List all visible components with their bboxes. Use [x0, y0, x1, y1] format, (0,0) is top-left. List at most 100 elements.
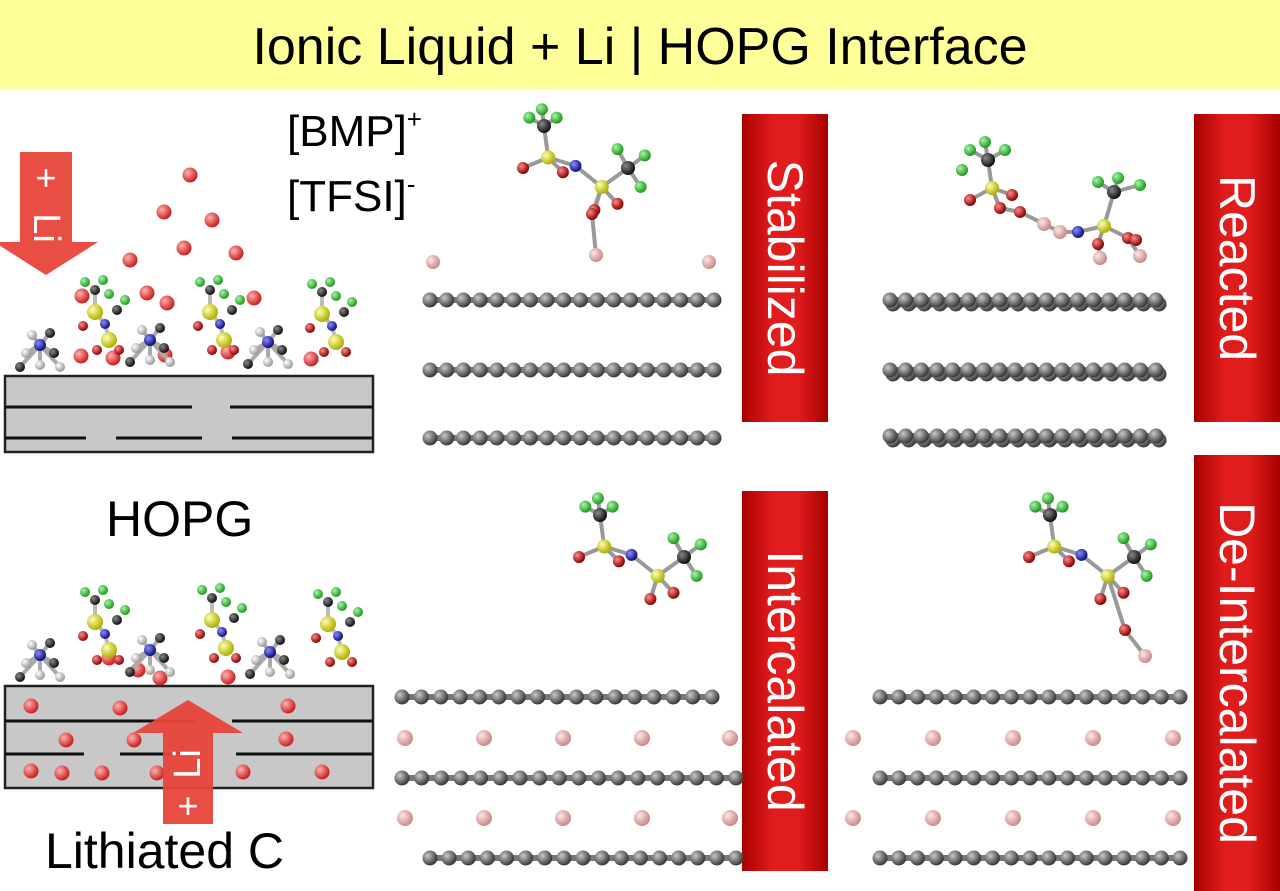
nitrogen-atom	[215, 319, 225, 329]
carbon-atom	[669, 770, 685, 786]
carbon-atom	[673, 362, 689, 378]
carbon-atom	[455, 362, 471, 378]
carbon-atom	[1097, 689, 1113, 705]
carbon-atom	[537, 850, 553, 866]
bmp-cation	[125, 633, 175, 677]
lithium-atom	[426, 255, 440, 269]
carbon-atom	[945, 292, 961, 308]
nitrogen-atom	[100, 319, 110, 329]
carbon-atom	[433, 689, 449, 705]
carbon-atom	[622, 362, 638, 378]
fluorine-atom	[535, 103, 548, 116]
carbon-atom	[709, 850, 725, 866]
fluorine-atom	[195, 277, 205, 287]
hydrogen-atom	[55, 672, 65, 682]
oxygen-atom	[1006, 189, 1018, 201]
carbon-atom	[1132, 428, 1148, 444]
carbon-atom	[1003, 770, 1019, 786]
fluorine-atom	[638, 149, 651, 162]
nitrogen-atom	[144, 644, 156, 656]
carbon-atom	[706, 362, 722, 378]
carbon-atom	[652, 850, 667, 866]
carbon-atom	[479, 850, 495, 866]
carbon-atom	[689, 770, 705, 786]
bmp-cation	[15, 638, 65, 682]
carbon-atom	[422, 362, 438, 378]
oxygen-atom	[1062, 555, 1075, 568]
nitrogen-atom	[264, 646, 276, 658]
sulfur-atom	[541, 150, 556, 165]
fluorine-atom	[999, 144, 1011, 156]
carbon-atom	[928, 850, 944, 866]
carbon-atom	[589, 362, 605, 378]
oxygen-atom	[114, 655, 124, 665]
carbon-atom	[49, 658, 59, 668]
fluorine-atom	[690, 569, 703, 582]
anion-label: [TFSI]-	[287, 171, 415, 221]
title-bar	[0, 0, 1280, 90]
carbon-atom	[556, 292, 572, 308]
fluorine-atom	[331, 291, 341, 301]
carbon-atom	[606, 430, 622, 446]
lithium-ions	[23, 167, 330, 781]
bmp-cation	[125, 323, 175, 367]
carbon-atom	[90, 595, 100, 605]
oxygen-atom	[209, 653, 219, 663]
carbon-atom	[627, 689, 642, 705]
bmp-cation	[245, 635, 295, 679]
carbon-atom	[489, 362, 505, 378]
lithium-atom	[702, 255, 716, 269]
carbon-atom	[439, 292, 455, 308]
carbon-atom	[1041, 850, 1057, 866]
anion-charge: -	[406, 169, 416, 199]
hydrogen-atom	[131, 653, 141, 663]
lithium-atom	[555, 810, 571, 826]
carbon-atom	[929, 428, 945, 444]
carbon-atom	[606, 292, 622, 308]
carbon-atom	[706, 430, 722, 446]
anion-name: [TFSI]	[287, 172, 407, 221]
carbon-atom	[1022, 770, 1038, 786]
carbon-atom	[125, 357, 135, 367]
carbon-atom	[49, 348, 59, 358]
carbon-atom	[539, 362, 555, 378]
sulfur-atom	[985, 181, 999, 195]
carbon-atom	[15, 362, 25, 372]
fluorine-atom	[956, 164, 968, 176]
carbon-atom	[433, 770, 449, 786]
fluorine-atom	[1041, 492, 1054, 505]
carbon-atom	[689, 362, 705, 378]
carbon-atom	[1007, 362, 1023, 378]
fluorine-atom	[523, 111, 536, 124]
oxygen-atom	[78, 321, 88, 331]
sulfur-atom	[218, 640, 234, 656]
lithium-atom	[634, 810, 650, 826]
fluorine-atom	[694, 538, 707, 551]
fluorine-atom	[120, 295, 130, 305]
oxygen-atom	[667, 586, 680, 599]
sulfur-atom	[1097, 219, 1111, 233]
lithium-ion	[149, 765, 165, 781]
carbon-atom	[522, 362, 538, 378]
carbon-atom	[453, 770, 469, 786]
lithium-atom	[634, 730, 650, 746]
carbon-atom	[981, 153, 995, 167]
carbon-atom	[588, 689, 604, 705]
carbon-atom	[872, 850, 888, 866]
carbon-atom	[1038, 428, 1054, 444]
oxygen-atom	[341, 347, 351, 357]
hydrogen-atom	[283, 359, 293, 369]
nitrogen-atom	[144, 334, 156, 346]
lithium-atom	[1005, 810, 1021, 826]
carbon-atom	[413, 689, 429, 705]
oxygen-atom	[319, 347, 329, 357]
lithium-ion	[220, 669, 236, 685]
lithium-ion	[204, 212, 220, 228]
carbon-atom	[571, 770, 587, 786]
graphene-layer	[422, 430, 722, 446]
carbon-atom	[1070, 362, 1086, 378]
fluorine-atom	[1056, 500, 1069, 513]
carbon-atom	[45, 638, 55, 648]
carbon-atom	[639, 362, 655, 378]
carbon-atom	[928, 689, 944, 705]
